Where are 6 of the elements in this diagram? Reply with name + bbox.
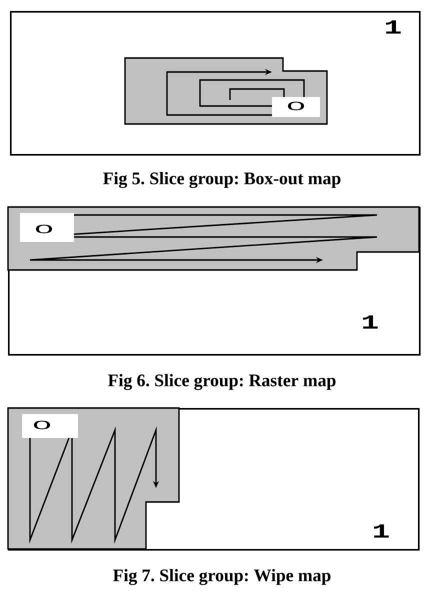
figure-caption: Fig 7. Slice group: Wipe map xyxy=(113,568,330,586)
group-label: 0 xyxy=(22,414,78,438)
group-label: 0 xyxy=(20,213,74,242)
figure-caption: Fig 5. Slice group: Box-out map xyxy=(103,172,340,188)
figure-caption: Fig 6. Slice group: Raster map xyxy=(108,374,336,390)
group-label: 0 xyxy=(272,97,320,117)
